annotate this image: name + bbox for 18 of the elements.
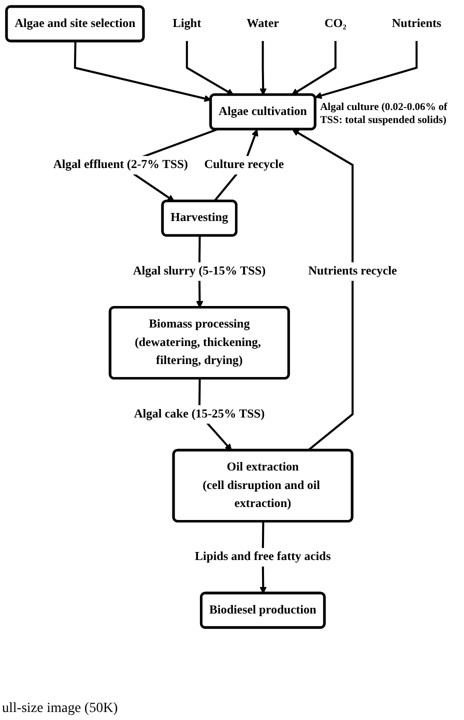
arrow xyxy=(291,41,336,96)
arrow xyxy=(74,41,212,102)
annotation-text: Algal culture (0.02-0.06% of TSS: total suspended solids) xyxy=(320,102,448,128)
edge-label: Lipids and free fatty acids xyxy=(194,550,331,564)
link-text: ull-size image (50K) xyxy=(2,701,118,717)
edge-label: Algal effluent (2-7% TSS) xyxy=(53,158,188,172)
node-text: Light xyxy=(172,17,202,30)
node-text: Water xyxy=(246,17,280,30)
node-text: CO₂ xyxy=(324,17,346,30)
arrow xyxy=(186,41,234,96)
edge-label: Algal cake (15-25% TSS) xyxy=(134,408,265,421)
arrow xyxy=(314,41,418,99)
edge-label: Nutrients recycle xyxy=(308,264,397,278)
arrow xyxy=(292,129,354,452)
edge-label: Algal slurry (5-15% TSS) xyxy=(132,264,266,278)
edge-label: Culture recycle xyxy=(204,158,284,172)
arrow xyxy=(260,41,267,96)
node-text: Nutrients xyxy=(392,17,442,30)
